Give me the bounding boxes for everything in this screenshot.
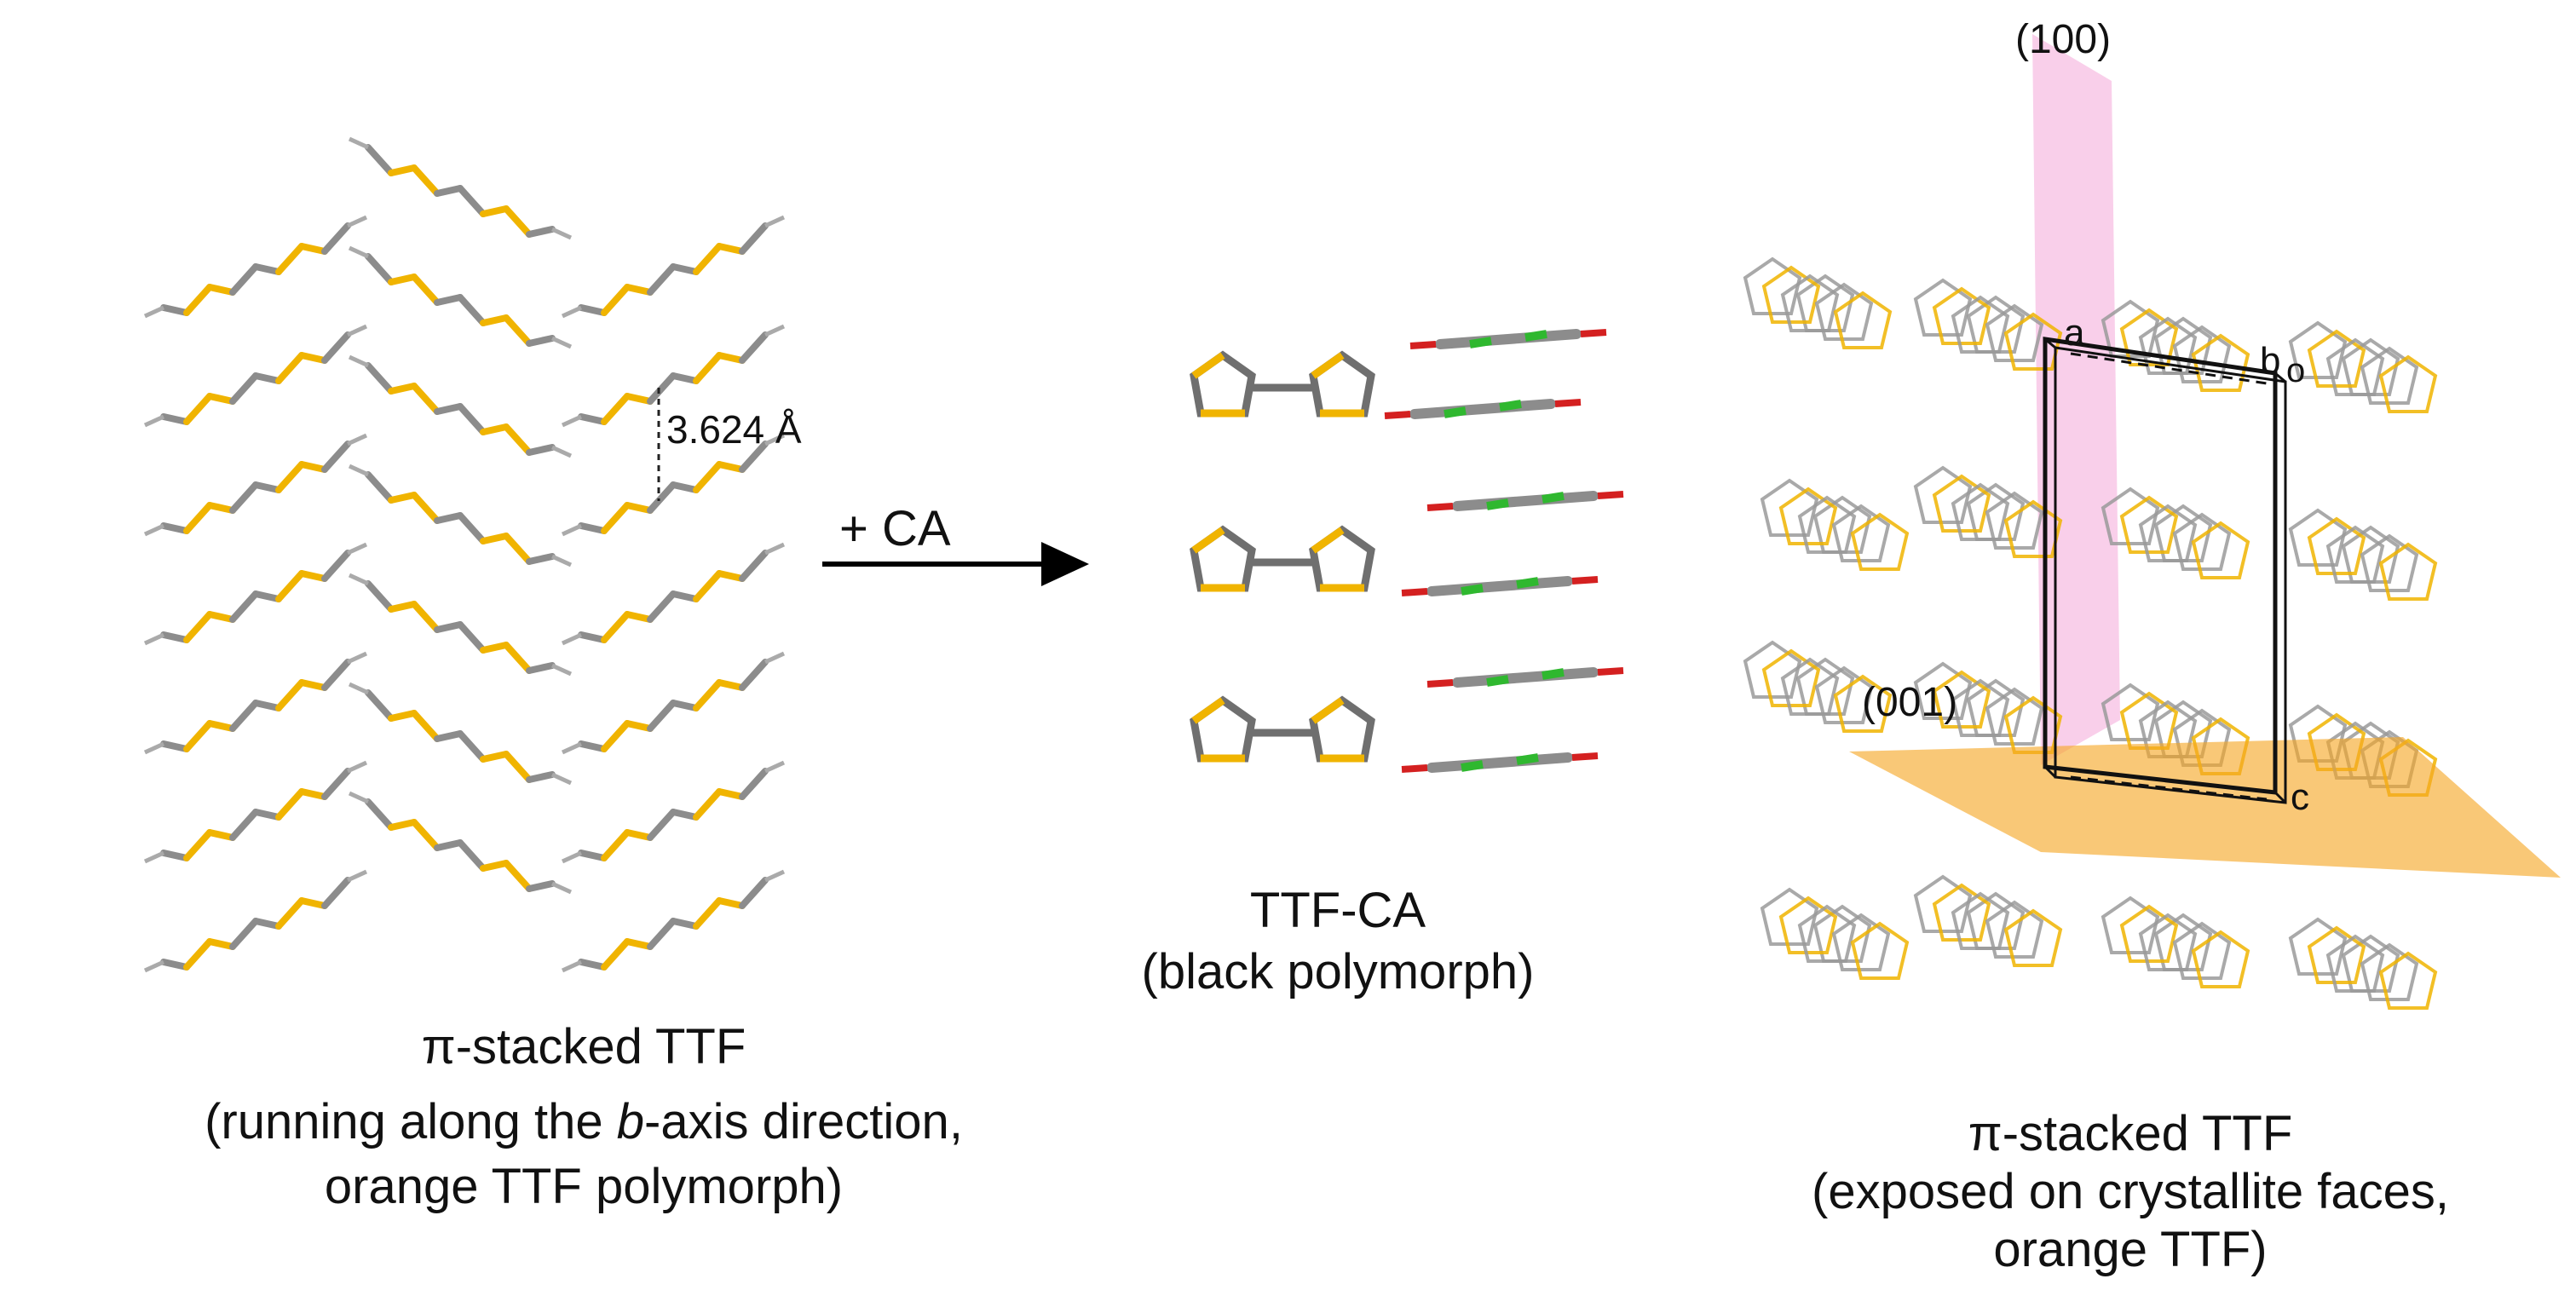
ttf-stack-left (143, 136, 786, 973)
ttf-ring-stack (1913, 874, 2063, 967)
axis-label-c: c (2291, 776, 2309, 818)
ttf-molecule (143, 433, 368, 537)
middle-panel: TTF-CA (black polymorph) (1142, 329, 1624, 999)
middle-caption-detail: (black polymorph) (1142, 944, 1535, 999)
ttf-molecule (348, 682, 573, 786)
left-caption-title: π-stacked TTF (422, 1019, 746, 1074)
ttf-ring-stack (1760, 478, 1910, 571)
unit-cell (2043, 337, 2287, 804)
ttf-molecule (348, 354, 573, 458)
ttf-molecule (561, 542, 786, 646)
ttf-molecule (348, 136, 573, 240)
ttf-molecule (561, 869, 786, 973)
ca-molecule (1401, 576, 1599, 596)
right-panel: (100) (001) a b o c π-stacked TTF (expos… (1743, 17, 2561, 1277)
stacking-distance-label: 3.624 Å (666, 407, 802, 452)
ttf-ring-stack (1913, 278, 2063, 371)
ttf-ring-stack (2101, 487, 2250, 579)
ttf-molecule (561, 651, 786, 755)
ca-molecule (1384, 399, 1582, 419)
plane-100-label: (100) (2015, 17, 2111, 62)
plane-001 (1849, 737, 2561, 878)
axis-label-origin: o (2286, 352, 2305, 389)
ca-molecule (1426, 667, 1624, 688)
right-caption-title: π-stacked TTF (1968, 1106, 2293, 1161)
ttf-ring-stack (2288, 320, 2438, 413)
middle-caption-title: TTF-CA (1250, 883, 1426, 938)
ttf-ring-stack (2288, 917, 2438, 1010)
ttf-molecule (348, 245, 573, 349)
reaction-arrow (822, 542, 1089, 586)
ca-molecule (1426, 491, 1624, 511)
ttf-ring-stack (1760, 887, 1910, 980)
axis-label-b: b (2260, 340, 2280, 382)
ttf-molecule (143, 760, 368, 864)
right-caption-polymorph: orange TTF) (1993, 1222, 2267, 1277)
left-caption-polymorph: orange TTF polymorph) (325, 1159, 843, 1214)
ttf-molecule (348, 791, 573, 895)
ttf-molecule (143, 542, 368, 646)
ca-molecule (1409, 329, 1607, 349)
ttf-molecule (561, 215, 786, 319)
ca-molecule (1401, 752, 1599, 773)
ttf-molecule (561, 324, 786, 428)
ttf-ca-stack (1190, 329, 1624, 773)
ttf-molecule (348, 464, 573, 567)
ttf-molecule-face (1190, 350, 1375, 418)
ttf-molecule-face (1190, 525, 1375, 592)
ttf-ring-stack (2288, 508, 2438, 601)
left-panel: 3.624 Å π-stacked TTF (running along the… (143, 136, 963, 1214)
ttf-ring-stack (1743, 256, 1893, 349)
ttf-molecule (143, 869, 368, 973)
ttf-molecule (143, 651, 368, 755)
left-caption-detail: (running along the b-axis direction, (205, 1094, 963, 1149)
right-caption-detail: (exposed on crystallite faces, (1812, 1164, 2449, 1219)
ttf-molecule (143, 324, 368, 428)
ttf-molecule (143, 215, 368, 319)
plane-001-label: (001) (1862, 680, 1957, 725)
ttf-molecule (348, 573, 573, 677)
ttf-molecule-face (1190, 695, 1375, 763)
ttf-molecule (561, 433, 786, 537)
ttf-ring-stack (2101, 896, 2250, 988)
ttf-molecule (561, 760, 786, 864)
axis-label-a: a (2064, 312, 2085, 354)
ttf-ring-stack (2101, 299, 2250, 392)
ttf-ring-stack (1913, 465, 2063, 558)
reagent-label: + CA (839, 501, 951, 556)
ttf-ring-stack (1743, 640, 1893, 733)
